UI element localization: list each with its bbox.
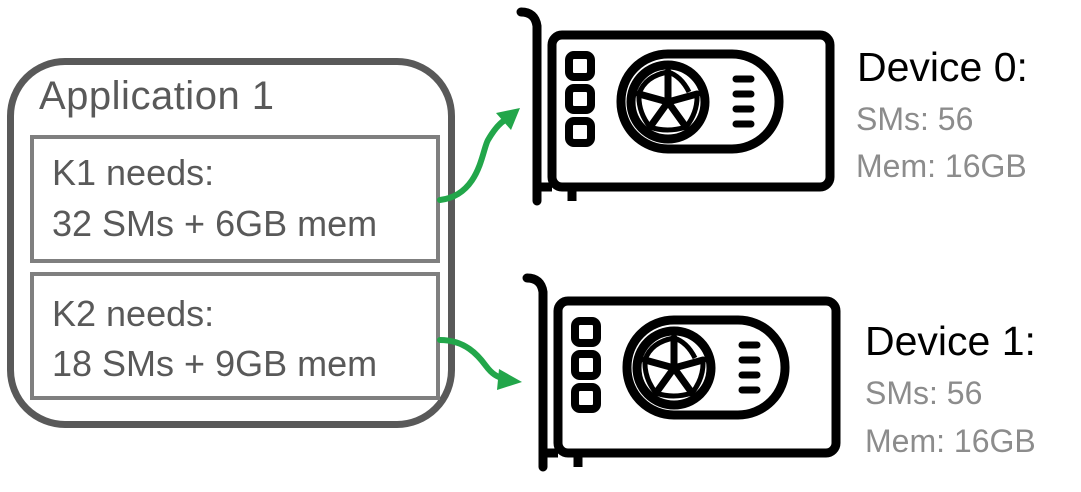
device-0-title: Device 0: <box>857 44 1028 90</box>
arrow-icon <box>437 108 520 203</box>
device-0-sms: SMs: 56 <box>856 101 974 137</box>
application-title: Application 1 <box>39 74 275 118</box>
device-1-title: Device 1: <box>865 318 1036 364</box>
kernel-k2-label: K2 needs: <box>52 293 215 334</box>
device-1-sms: SMs: 56 <box>865 375 983 411</box>
kernel-k1-requirements: 32 SMs + 6GB mem <box>52 203 378 244</box>
application-box <box>7 58 455 428</box>
kernel-k2-box <box>30 272 440 400</box>
kernel-k2-requirements: 18 SMs + 9GB mem <box>52 343 378 384</box>
device-0-mem: Mem: 16GB <box>856 148 1027 184</box>
gpu-card-icon <box>527 278 836 467</box>
arrow-icon <box>437 337 522 390</box>
device-1-mem: Mem: 16GB <box>865 423 1036 459</box>
kernel-k1-label: K1 needs: <box>52 152 215 193</box>
gpu-card-icon <box>521 12 830 201</box>
